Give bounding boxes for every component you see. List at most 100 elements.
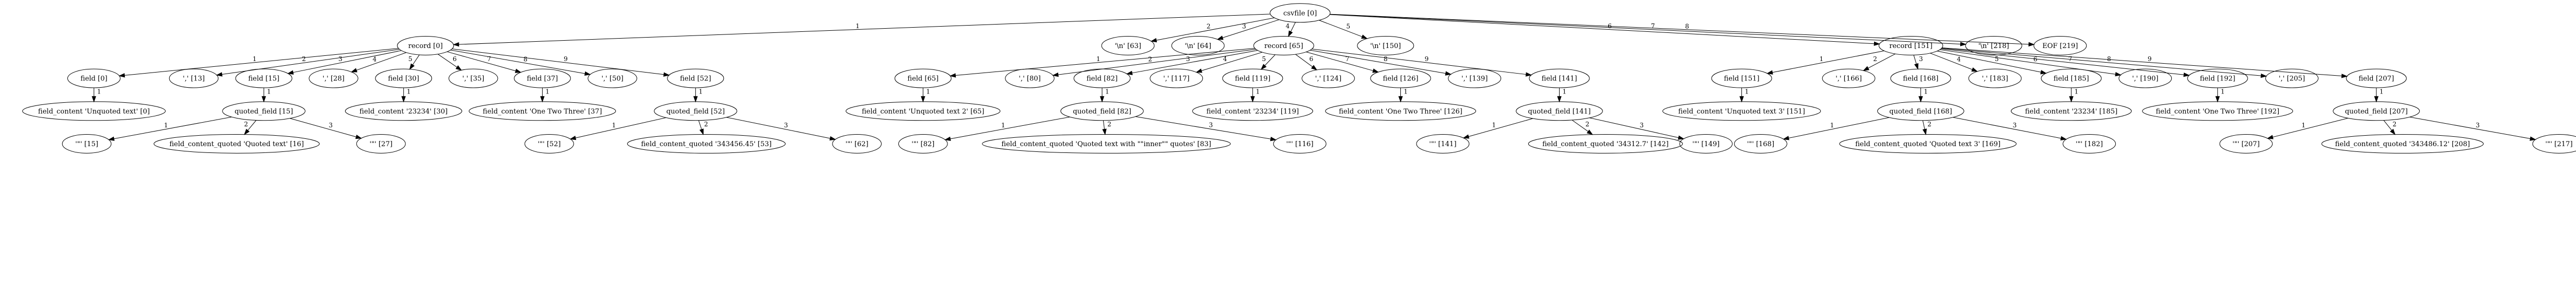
tree-edge: 7 bbox=[1306, 52, 1379, 73]
tree-node: '"' [27] bbox=[356, 134, 406, 153]
edge-line bbox=[356, 52, 406, 71]
node-ellipse bbox=[1968, 68, 2022, 88]
node-ellipse bbox=[1325, 101, 1477, 121]
tree-edge: 1 bbox=[1250, 88, 1260, 103]
node-ellipse bbox=[1101, 35, 1155, 55]
edge-line bbox=[452, 49, 664, 75]
tree-node: field [207] bbox=[2346, 68, 2407, 88]
tree-edge: 2 bbox=[243, 120, 256, 135]
arrowhead-icon bbox=[1739, 96, 1744, 103]
tree-node: field [15] bbox=[235, 68, 292, 88]
tree-edge: 3 bbox=[1913, 55, 1923, 70]
edge-line bbox=[1058, 49, 1256, 75]
tree-edge: 2 bbox=[2383, 120, 2397, 135]
node-label: ',' [35] bbox=[462, 75, 484, 83]
edge-line bbox=[1572, 120, 1589, 132]
tree-edge: 8 bbox=[1330, 14, 2035, 47]
edge-label: 8 bbox=[1384, 55, 1388, 63]
tree-node: field_content 'One Two Three' [126] bbox=[1325, 101, 1477, 121]
node-ellipse bbox=[1171, 35, 1225, 55]
arrowhead-icon bbox=[1250, 96, 1255, 103]
tree-node: record [151] bbox=[1878, 35, 1943, 55]
node-label: quoted_field [52] bbox=[666, 108, 725, 115]
tree-edge: 3 bbox=[289, 118, 362, 139]
node-label: quoted_field [15] bbox=[235, 108, 293, 115]
node-label: '\n' [218] bbox=[1978, 42, 2009, 50]
edge-line bbox=[1937, 51, 2041, 73]
tree-edge: 4 bbox=[1196, 52, 1262, 73]
node-ellipse bbox=[2219, 134, 2273, 153]
node-label: field_content_quoted 'Quoted text with "… bbox=[1001, 140, 1211, 148]
node-ellipse bbox=[1679, 134, 1733, 153]
edge-label: 3 bbox=[784, 122, 788, 129]
tree-node: field [65] bbox=[894, 68, 952, 88]
edge-line bbox=[1103, 120, 1105, 129]
node-label: field_content_quoted '343486.12' [208] bbox=[2335, 140, 2470, 148]
tree-node: ',' [205] bbox=[2265, 68, 2319, 88]
edge-line bbox=[1330, 14, 1961, 44]
edge-line bbox=[1913, 55, 1917, 64]
tree-node: field_content 'One Two Three' [192] bbox=[2142, 101, 2293, 121]
arrowhead-icon bbox=[1525, 72, 1532, 77]
edge-label: 1 bbox=[2302, 122, 2306, 129]
edge-label: 1 bbox=[545, 88, 549, 95]
arrowhead-icon bbox=[2390, 128, 2396, 135]
edge-line bbox=[1135, 116, 1271, 139]
tree-node: field_content '23234' [30] bbox=[345, 101, 462, 121]
node-ellipse bbox=[2010, 101, 2132, 121]
tree-node: field_content_quoted 'Quoted text 3' [16… bbox=[1839, 134, 2017, 153]
edge-label: 1 bbox=[926, 88, 930, 95]
node-label: '"' [149] bbox=[1692, 140, 1719, 148]
arrowhead-icon bbox=[1099, 96, 1105, 103]
tree-node: quoted_field [15] bbox=[222, 101, 306, 121]
arrowhead-icon bbox=[693, 96, 698, 103]
edge-line bbox=[1264, 54, 1275, 66]
node-ellipse bbox=[2063, 134, 2116, 153]
edge-label: 7 bbox=[1345, 55, 1350, 63]
tree-node: ',' [13] bbox=[169, 68, 219, 88]
tree-node: ',' [50] bbox=[588, 68, 637, 88]
node-ellipse bbox=[2041, 68, 2102, 88]
arrowhead-icon bbox=[540, 96, 545, 103]
arrowhead-icon bbox=[216, 72, 223, 77]
node-ellipse bbox=[62, 134, 112, 153]
node-label: ',' [117] bbox=[1163, 75, 1189, 83]
node-ellipse bbox=[309, 68, 358, 88]
arrowhead-icon bbox=[829, 136, 836, 141]
tree-node: '"' [217] bbox=[2532, 134, 2576, 153]
arrowhead-icon bbox=[2028, 42, 2035, 47]
edge-label: 1 bbox=[407, 88, 411, 95]
nodes-layer: csvfile [0]record [0]'\n' [63]'\n' [64]r… bbox=[22, 3, 2576, 153]
node-ellipse bbox=[1448, 68, 1502, 88]
edge-label: 4 bbox=[372, 55, 377, 63]
tree-node: field [30] bbox=[375, 68, 432, 88]
edge-line bbox=[1788, 117, 1890, 139]
tree-node: '"' [207] bbox=[2219, 134, 2273, 153]
node-label: '"' [62] bbox=[846, 140, 869, 148]
edge-line bbox=[1589, 117, 1679, 138]
tree-node: field_content '23234' [185] bbox=[2010, 101, 2132, 121]
node-ellipse bbox=[2333, 101, 2420, 121]
node-label: '\n' [150] bbox=[1370, 42, 1401, 50]
arrowhead-icon bbox=[921, 96, 926, 103]
arrowhead-icon bbox=[1586, 129, 1594, 135]
node-ellipse bbox=[2118, 68, 2172, 88]
edge-label: 5 bbox=[408, 55, 413, 63]
edge-label: 2 bbox=[2393, 121, 2397, 128]
edge-line bbox=[1930, 53, 1973, 70]
arrowhead-icon bbox=[1922, 128, 1927, 135]
edge-label: 8 bbox=[523, 55, 528, 63]
node-label: ',' [80] bbox=[1018, 75, 1040, 83]
arrowhead-icon bbox=[452, 42, 460, 47]
node-ellipse bbox=[894, 68, 952, 88]
tree-edge: 1 bbox=[569, 117, 666, 140]
node-label: '"' [52] bbox=[538, 140, 561, 148]
tree-edge: 6 bbox=[1329, 14, 1880, 46]
edge-label: 2 bbox=[1873, 55, 1877, 63]
node-label: field [168] bbox=[1903, 75, 1938, 83]
tree-node: field_content 'Unquoted text 3' [151] bbox=[1662, 101, 1821, 121]
edge-line bbox=[2409, 116, 2531, 139]
edge-line bbox=[1329, 14, 1875, 44]
node-label: '\n' [64] bbox=[1185, 42, 1211, 50]
edge-line bbox=[955, 48, 1255, 76]
